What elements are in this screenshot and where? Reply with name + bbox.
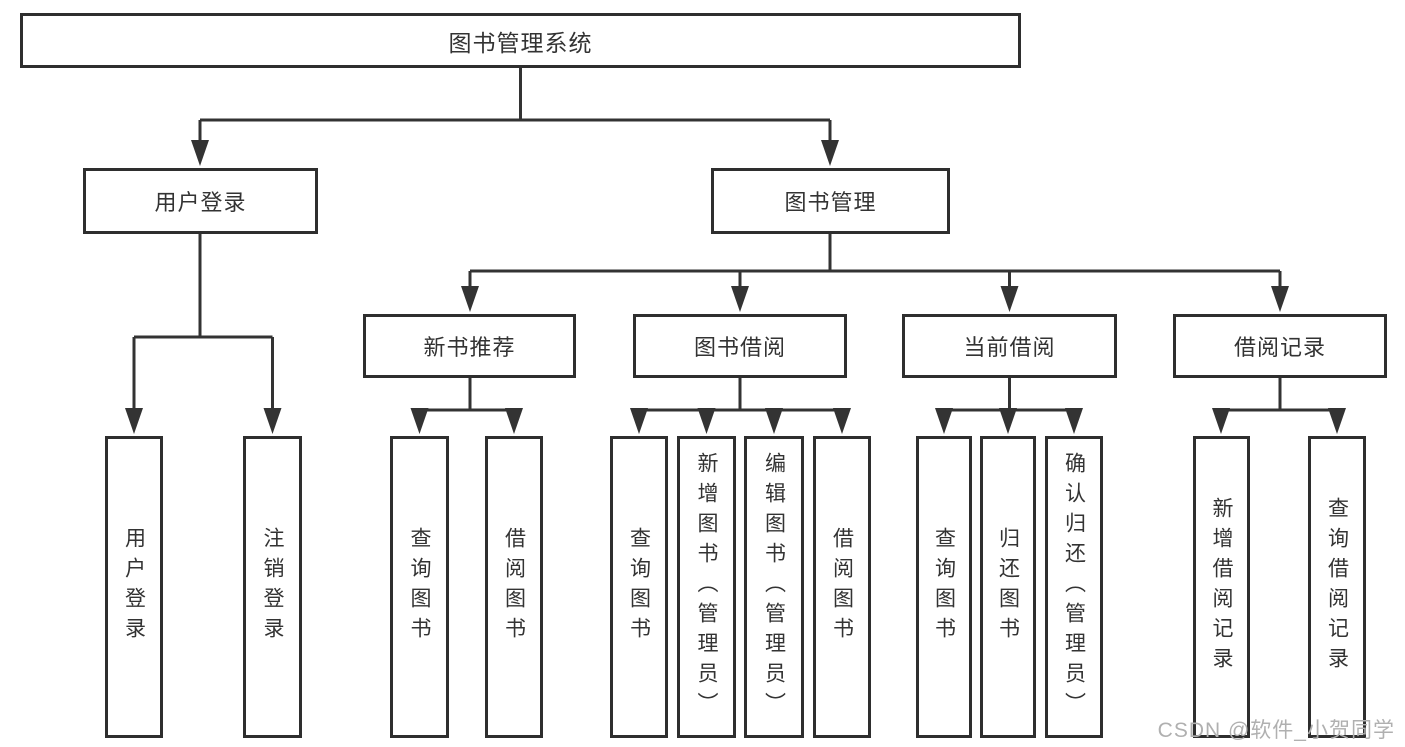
node-user-login: 用户登录 (83, 168, 318, 234)
leaf-confirm-return-admin: 确认归还（管理员） (1045, 436, 1103, 738)
leaf-edit-book-admin: 编辑图书（管理员） (744, 436, 804, 738)
leaf-query-borrow-record: 查询借阅记录 (1308, 436, 1366, 738)
leaf-borrow-books-borrow: 借阅图书 (813, 436, 871, 738)
node-library-management-system: 图书管理系统 (20, 13, 1021, 68)
node-book-borrow: 图书借阅 (633, 314, 847, 378)
leaf-borrow-books-recommend: 借阅图书 (485, 436, 543, 738)
node-borrow-records: 借阅记录 (1173, 314, 1387, 378)
node-current-borrow: 当前借阅 (902, 314, 1117, 378)
leaf-query-books-recommend: 查询图书 (390, 436, 449, 738)
leaf-add-borrow-record: 新增借阅记录 (1193, 436, 1250, 738)
node-book-management: 图书管理 (711, 168, 950, 234)
node-new-book-recommend: 新书推荐 (363, 314, 576, 378)
csdn-watermark: CSDN @软件_小贺同学 (1157, 719, 1395, 742)
leaf-logout: 注销登录 (243, 436, 302, 738)
leaf-user-login: 用户登录 (105, 436, 163, 738)
leaf-add-book-admin: 新增图书（管理员） (677, 436, 736, 738)
leaf-query-books-current: 查询图书 (916, 436, 972, 738)
leaf-return-books: 归还图书 (980, 436, 1036, 738)
leaf-query-books-borrow: 查询图书 (610, 436, 668, 738)
